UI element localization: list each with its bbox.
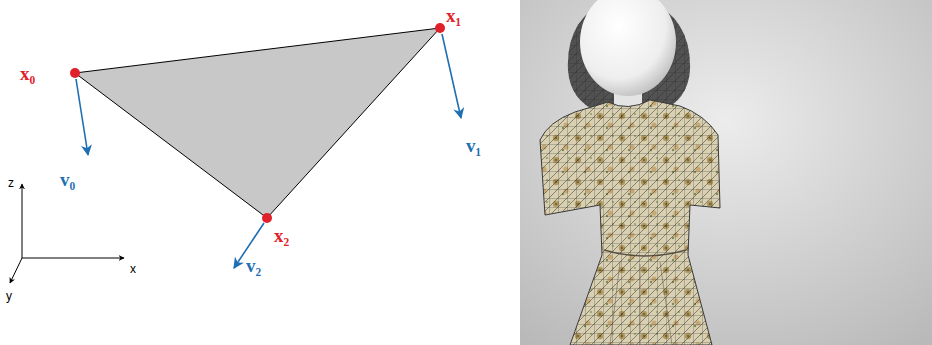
- waist-seam: [604, 250, 686, 256]
- velocity-arrow: [76, 79, 88, 155]
- axis-label: y: [6, 290, 12, 302]
- velocity-label: v₀: [60, 170, 75, 189]
- velocity-arrow: [442, 34, 461, 118]
- vertex-label: x₀: [20, 64, 35, 83]
- skirt-folds: [610, 262, 672, 345]
- axis-z: [22, 184, 23, 258]
- axis-x: [22, 258, 124, 259]
- dress: [540, 100, 720, 345]
- vertex-dot: [70, 68, 80, 78]
- vertex-label: x₂: [274, 226, 289, 245]
- vertex-dot: [262, 213, 272, 223]
- vertex-dot: [435, 23, 445, 33]
- axis-y: [10, 258, 22, 283]
- triangle: [75, 28, 440, 218]
- axis-label: x: [130, 263, 136, 275]
- dress-mesh: [540, 100, 720, 345]
- mannequin-head: [580, 0, 676, 96]
- axis-label: z: [8, 177, 14, 189]
- velocity-label: v₂: [246, 256, 261, 275]
- vertex-label: x₁: [446, 6, 461, 25]
- velocity-label: v₁: [466, 136, 481, 155]
